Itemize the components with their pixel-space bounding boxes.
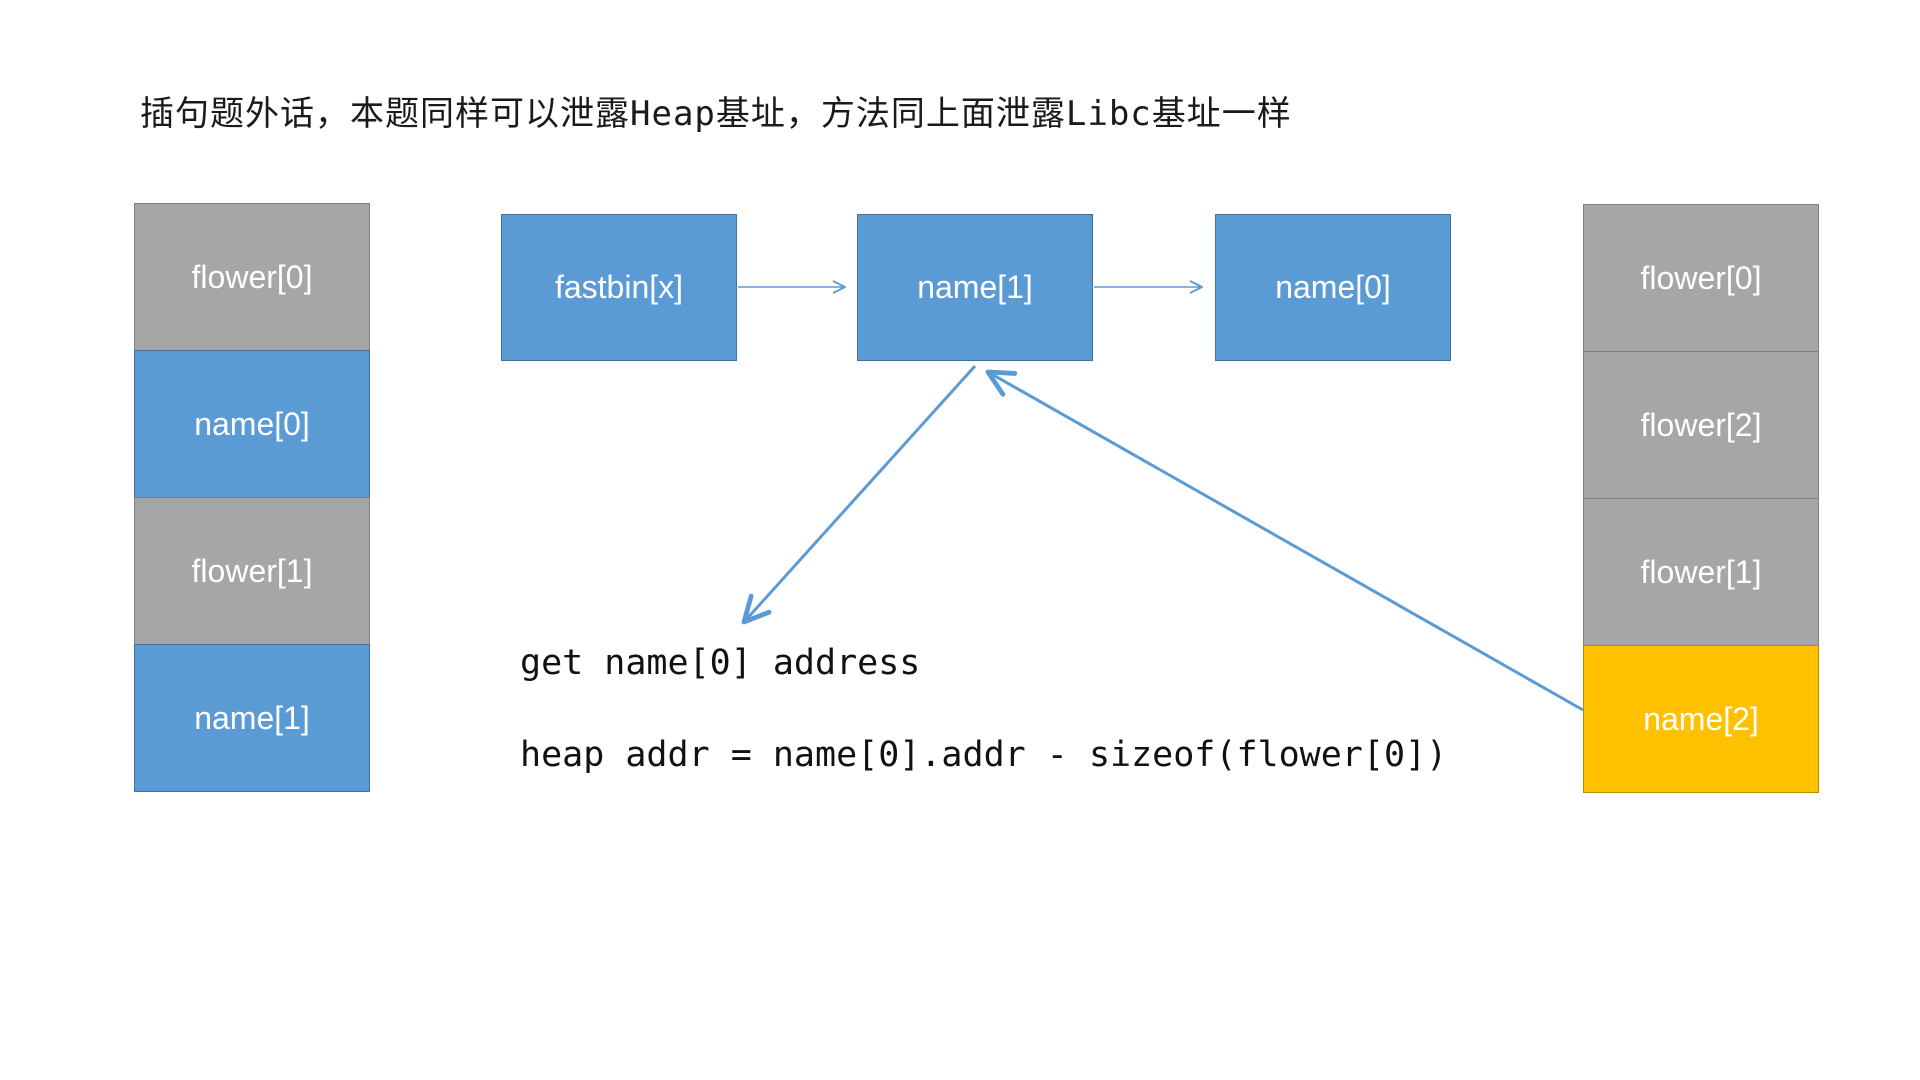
left-cell-flower-1: flower[1] [134,497,370,645]
left-cell-name-1: name[1] [134,644,370,792]
right-memory-column: flower[0] flower[2] flower[1] name[2] [1583,204,1819,793]
note-heap-addr-formula: heap addr = name[0].addr - sizeof(flower… [520,735,1448,775]
arrow-name1-to-note [741,364,977,625]
left-memory-column: flower[0] name[0] flower[1] name[1] [134,203,370,792]
left-cell-name-0: name[0] [134,350,370,498]
arrow-name2-to-name1 [985,369,1584,712]
right-cell-flower-1: flower[1] [1583,498,1819,646]
chain-node-fastbin-x: fastbin[x] [501,214,737,361]
right-cell-name-2: name[2] [1583,645,1819,793]
chain-node-name-0: name[0] [1215,214,1451,361]
right-cell-flower-0: flower[0] [1583,204,1819,352]
right-cell-flower-2: flower[2] [1583,351,1819,499]
left-cell-flower-0: flower[0] [134,203,370,351]
title-note: 插句题外话，本题同样可以泄露Heap基址，方法同上面泄露Libc基址一样 [140,94,1292,134]
note-get-name0-address: get name[0] address [520,643,921,683]
chain-node-name-1: name[1] [857,214,1093,361]
